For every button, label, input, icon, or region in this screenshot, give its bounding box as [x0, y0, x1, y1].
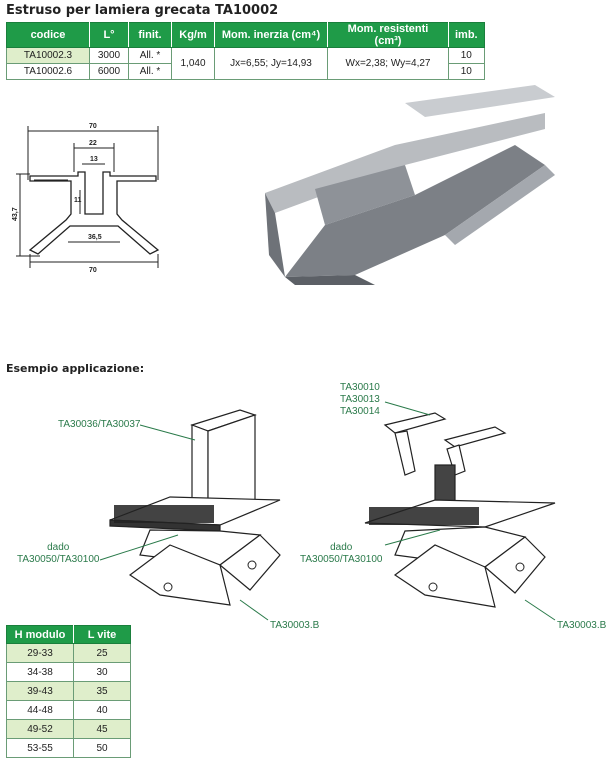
spec-table: codice L° finit. Kg/m Mom. inerzia (cm⁴)… [6, 22, 485, 80]
table-row: TA10002.6 6000 All. * 10 [6, 63, 485, 80]
cell-finit: All. * [128, 63, 172, 80]
label-right-bottom: TA30003.B [557, 620, 607, 631]
dim-bottom: 70 [89, 267, 97, 274]
page-title: Estruso per lamiera grecata TA10002 [6, 3, 279, 18]
label-right-top: TA30010 TA30013 TA30014 [340, 382, 380, 417]
col-mom-resistenti: Mom. resistenti (cm³) [327, 22, 449, 48]
cell-codice: TA10002.3 [6, 47, 90, 64]
profile-3d-render [265, 85, 555, 285]
label-left-bottom: TA30003.B [270, 620, 320, 631]
cell-length: 6000 [89, 63, 129, 80]
cell-imb: 10 [448, 63, 485, 80]
module-table-header: H modulo L vite [6, 625, 131, 644]
cell-h: 53-55 [6, 738, 74, 758]
cell-l: 45 [73, 719, 131, 739]
cell-h: 44-48 [6, 700, 74, 720]
cell-l: 25 [73, 643, 131, 663]
col-mom-inerzia: Mom. inerzia (cm⁴) [214, 22, 328, 48]
cell-finit: All. * [128, 47, 172, 64]
application-right-illustration [364, 412, 556, 608]
cell-imb: 10 [448, 47, 485, 64]
cell-l: 30 [73, 662, 131, 682]
dim-small: 11 [74, 197, 82, 204]
application-left-illustration [109, 409, 281, 606]
spec-table-header: codice L° finit. Kg/m Mom. inerzia (cm⁴)… [6, 22, 485, 48]
cell-mom-inerzia: Jx=6,55; Jy=14,93 [214, 47, 328, 80]
cell-h: 34-38 [6, 662, 74, 682]
dim-slot: 13 [90, 156, 98, 163]
dim-height: 43,7 [12, 207, 19, 221]
dim-top: 70 [89, 123, 97, 130]
cell-h: 29-33 [6, 643, 74, 663]
profile-cross-section-drawing: 70 22 13 43,7 11 36,5 70 [12, 123, 160, 274]
col-imb: imb. [448, 22, 485, 48]
cell-l: 50 [73, 738, 131, 758]
table-row: TA10002.3 3000 All. * 1,040 Jx=6,55; Jy=… [6, 47, 485, 80]
label-right-dado: dado TA30050/TA30100 [300, 542, 383, 565]
dim-inner: 22 [89, 140, 97, 147]
col-h-modulo: H modulo [6, 625, 74, 644]
cell-h: 49-52 [6, 719, 74, 739]
cell-codice: TA10002.6 [6, 63, 90, 80]
cell-l: 35 [73, 681, 131, 701]
label-left-dado: dado TA30050/TA30100 [17, 542, 100, 565]
cell-mom-resistenti: Wx=2,38; Wy=4,27 [327, 47, 449, 80]
cell-h: 39-43 [6, 681, 74, 701]
application-heading: Esempio applicazione: [6, 362, 145, 375]
dim-base: 36,5 [88, 234, 102, 241]
cell-l: 40 [73, 700, 131, 720]
col-l-vite: L vite [73, 625, 131, 644]
col-length: L° [89, 22, 129, 48]
label-left-top: TA30036/TA30037 [58, 419, 141, 430]
col-kgm: Kg/m [171, 22, 215, 48]
